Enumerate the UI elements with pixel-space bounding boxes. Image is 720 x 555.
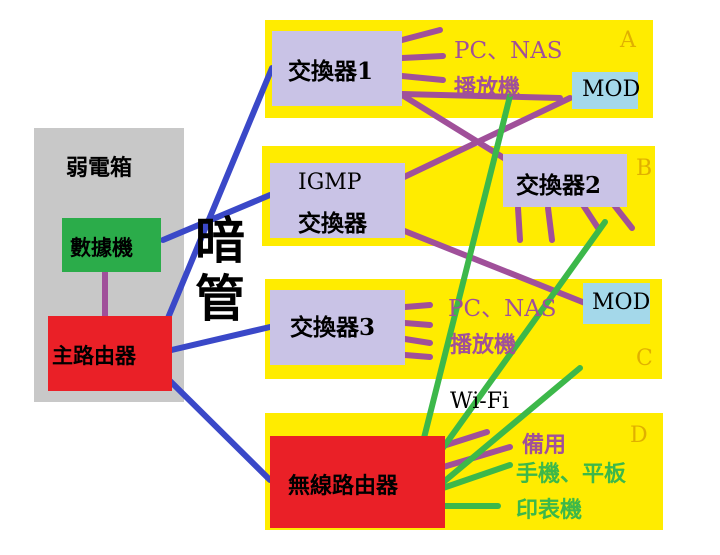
- main-router-box: [48, 316, 172, 391]
- wire-switch3-pc-2: [402, 320, 433, 328]
- wire-modem-igmp: [160, 192, 273, 243]
- zone-d-spare-label: 備用: [522, 432, 567, 458]
- wire-switch1-player: [399, 73, 446, 83]
- wifi-label: Wi-Fi: [450, 389, 509, 414]
- wire-switch1-pc-1: [399, 27, 443, 43]
- zone-a-mod-box: [572, 72, 638, 109]
- modem-label: 數據機: [70, 235, 133, 260]
- wire-switch2-drop-4: [611, 202, 635, 231]
- switch2-box: [503, 154, 627, 207]
- cabinet-title: 弱電箱: [66, 155, 133, 181]
- zone-d-printer-label: 印表機: [516, 497, 583, 523]
- wire-router-switch1: [160, 65, 275, 333]
- wire-switch3-pc-1: [402, 302, 433, 310]
- wire-switch2-drop-1: [515, 205, 523, 243]
- wire-switch1-mod: [399, 91, 563, 101]
- wire-router-switch3: [160, 324, 273, 355]
- zone-d-letter: D: [630, 423, 648, 448]
- wire-router-wireless: [160, 371, 273, 483]
- igmp-switch-box: [270, 163, 405, 238]
- wire-switch3-player-2: [402, 352, 433, 360]
- zone-c-pc-nas-label: PC、NAS: [448, 296, 557, 322]
- conduit-label-text: 暗管: [195, 211, 245, 328]
- zone-a-pc-nas-label: PC、NAS: [454, 38, 563, 64]
- zone-b-letter: B: [636, 156, 653, 181]
- zone-c-player-label: 播放機: [450, 332, 517, 358]
- zone-c-mod-label: MOD: [592, 290, 651, 315]
- wire-wireless-player-a: [420, 93, 513, 445]
- wire-switch2-drop-2: [545, 205, 555, 243]
- wire-igmp-mod-a: [399, 95, 573, 181]
- conduit-label: 暗管: [190, 212, 250, 328]
- zone-c-letter: C: [636, 346, 653, 371]
- switch2-label: 交換器2: [516, 172, 602, 199]
- zone-a-letter: A: [620, 28, 636, 53]
- igmp-switch-label-line1: IGMP: [298, 170, 362, 195]
- wire-switch1-pc-2: [399, 53, 446, 61]
- wire-igmp-mod-c: [399, 227, 593, 308]
- zone-a-player-label: 播放機: [454, 75, 521, 101]
- wire-wireless-switch2: [437, 219, 608, 455]
- wire-switch1-switch2: [399, 92, 523, 171]
- zone-d-mobile-label: 手機、平板: [516, 461, 627, 487]
- wire-switch2-drop-3: [580, 202, 601, 231]
- switch3-label: 交換器3: [290, 314, 376, 341]
- igmp-switch-label-line2: 交換器: [298, 210, 367, 237]
- switch1-box: [272, 31, 402, 106]
- switch1-label: 交換器1: [288, 58, 374, 85]
- wireless-router-label: 無線路由器: [288, 473, 399, 499]
- wireless-router-box: [270, 436, 445, 528]
- modem-box: [62, 218, 161, 272]
- main-router-label: 主路由器: [52, 343, 136, 368]
- wire-switch3-player-1: [402, 336, 433, 346]
- zone-c-mod-box: [583, 283, 650, 324]
- wire-wireless-mobile: [440, 462, 513, 491]
- switch3-box: [270, 290, 405, 365]
- wire-wireless-zone-c: [437, 365, 583, 488]
- zone-a-mod-label: MOD: [582, 77, 641, 102]
